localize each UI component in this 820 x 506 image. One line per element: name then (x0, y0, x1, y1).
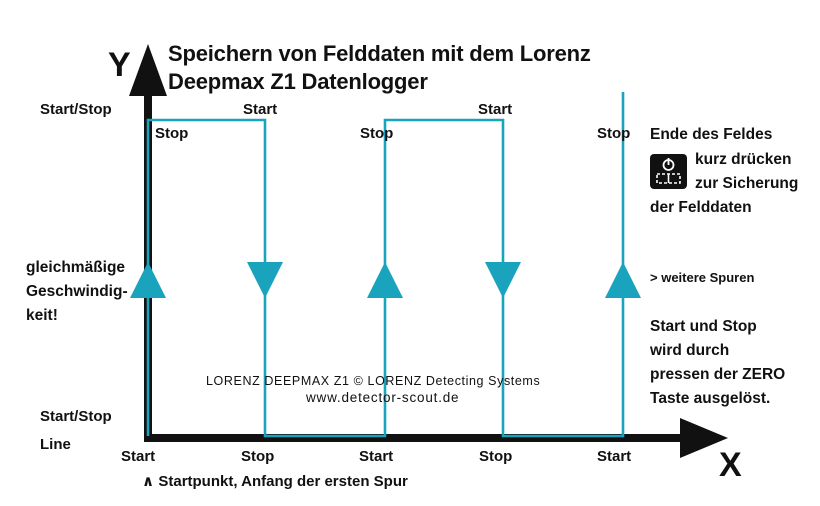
line-label: Line (40, 436, 71, 453)
diagram-title: Speichern von Felddaten mit dem Lorenz D… (168, 40, 591, 96)
zero-button-icon (650, 154, 687, 189)
speed-note-line-1: gleichmäßige (26, 259, 126, 276)
track-arrow-up-5 (605, 262, 641, 298)
track-arrow-up-3 (367, 262, 403, 298)
end-note-line-2: kurz drücken (695, 151, 792, 168)
zero-note: Start und Stop wird durch pressen der ZE… (650, 315, 785, 411)
title-line-1: Speichern von Felddaten mit dem Lorenz (168, 41, 591, 66)
speed-note: gleichmäßige Geschwindig- keit! (26, 256, 128, 328)
zero-note-line-4: Taste ausgelöst. (650, 390, 771, 407)
track-arrow-down-4 (485, 262, 521, 298)
speed-note-line-3: keit! (26, 307, 58, 324)
watermark-line-1: LORENZ DEEPMAX Z1 © LORENZ Detecting Sys… (206, 374, 541, 388)
start-point-note: ∧ Startpunkt, Anfang der ersten Spur (142, 473, 408, 490)
bottom-label-start-1: Start (121, 448, 156, 465)
more-tracks-label: > weitere Spuren (650, 270, 755, 285)
x-axis-arrowhead (680, 418, 728, 458)
top-label-stop-1: Stop (155, 125, 189, 142)
zero-note-line-2: wird durch (650, 342, 730, 359)
top-label-start-4: Start (478, 101, 513, 118)
speed-note-line-2: Geschwindig- (26, 283, 128, 300)
end-note-line-3: zur Sicherung (695, 175, 799, 192)
track-arrow-down-2 (247, 262, 283, 298)
top-label-stop-5: Stop (597, 125, 631, 142)
bottom-label-stop-4: Stop (479, 448, 513, 465)
bottom-label-start-5: Start (597, 448, 632, 465)
y-axis-label: Y (108, 46, 131, 84)
bottom-label-start-3: Start (359, 448, 394, 465)
title-line-2: Deepmax Z1 Datenlogger (168, 69, 428, 94)
zero-note-line-3: pressen der ZERO (650, 366, 786, 383)
start-stop-top-label: Start/Stop (40, 101, 112, 118)
x-axis-label: X (719, 446, 742, 484)
end-note-line-1: Ende des Feldes (650, 126, 773, 143)
watermark-line-2: www.detector-scout.de (306, 390, 460, 405)
bottom-label-stop-2: Stop (241, 448, 275, 465)
y-axis-arrowhead (129, 44, 167, 96)
zero-note-line-1: Start und Stop (650, 318, 757, 335)
track-arrow-up-1 (130, 262, 166, 298)
top-label-start-2: Start (243, 101, 278, 118)
start-stop-bottom-label: Start/Stop (40, 408, 112, 425)
end-note-line-4: der Felddaten (650, 199, 752, 216)
top-label-stop-3: Stop (360, 125, 394, 142)
